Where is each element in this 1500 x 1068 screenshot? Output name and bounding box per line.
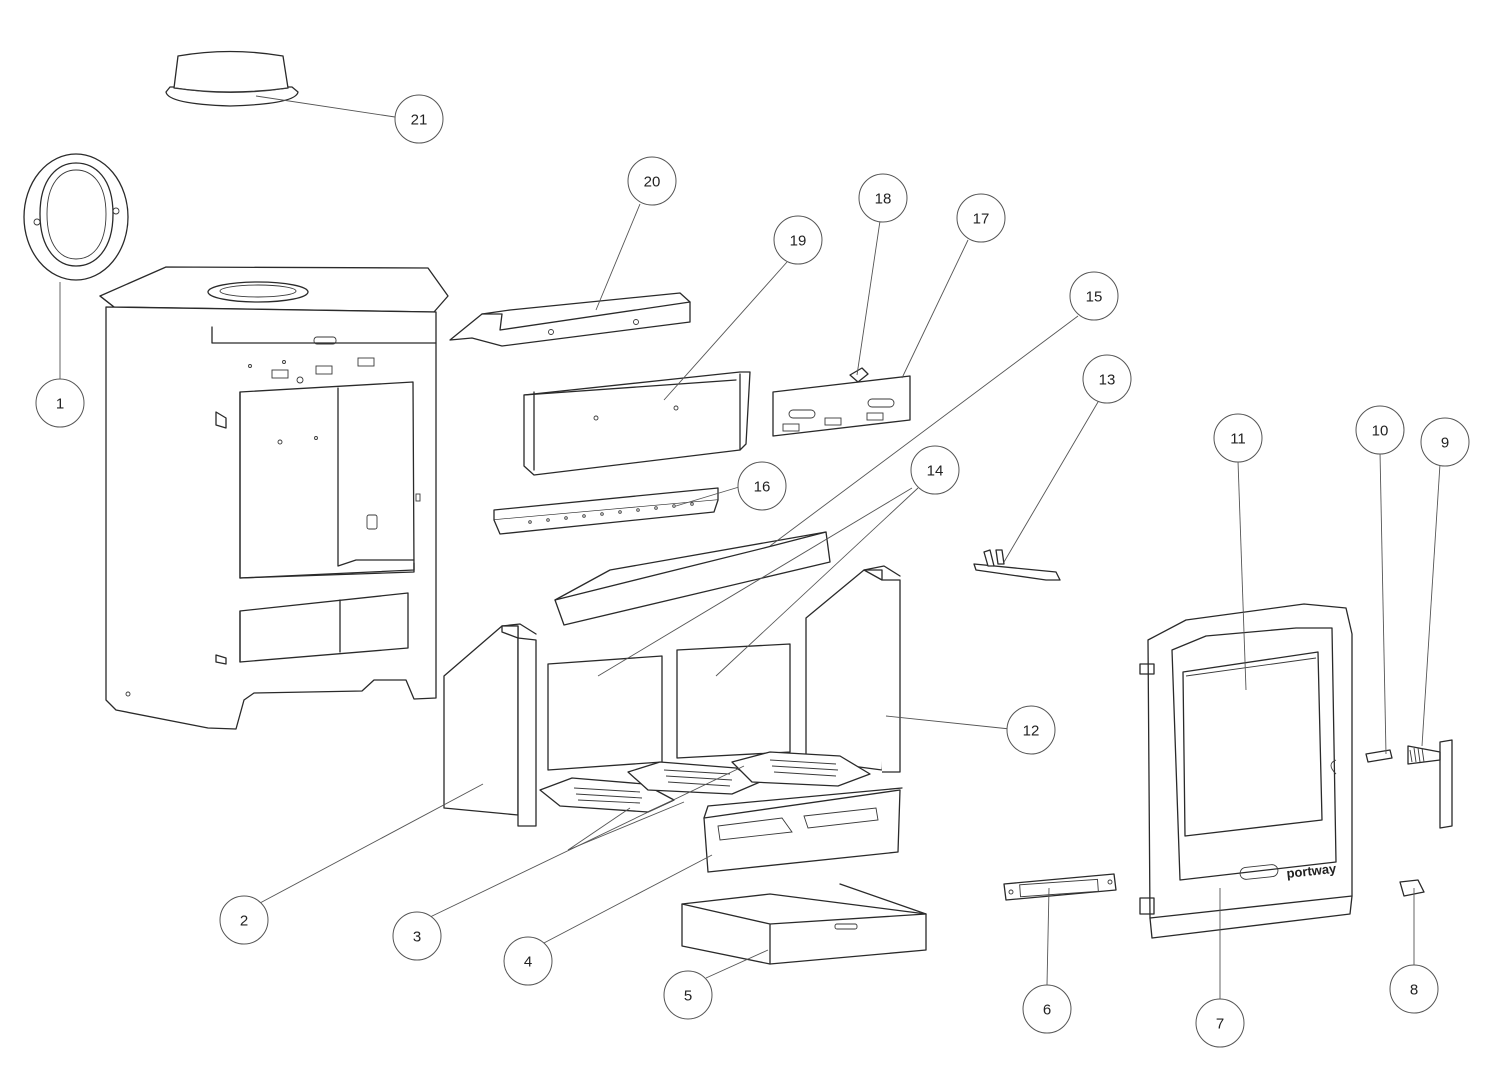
part-top-firebrick: [554, 531, 831, 626]
part-top-baffle-bracket: [449, 292, 691, 347]
callout-number: 16: [754, 479, 771, 496]
part-rear-vent-panel: [772, 367, 911, 437]
callout-11: 11: [1213, 413, 1263, 463]
callout-circle: [858, 173, 908, 223]
callout-8: 8: [1389, 964, 1439, 1014]
callout-6: 6: [1022, 984, 1072, 1034]
callout-number: 8: [1410, 982, 1418, 999]
callout-18: 18: [858, 173, 908, 223]
part-right-side-firebrick: [805, 565, 901, 773]
callout-circle: [1022, 984, 1072, 1034]
callout-circle: [394, 94, 444, 144]
callout-number: 2: [240, 913, 248, 930]
callout-circle: [1082, 354, 1132, 404]
part-spigot-plate: [23, 153, 129, 281]
callout-circle: [35, 378, 85, 428]
callout-circle: [956, 193, 1006, 243]
callout-12: 12: [1006, 705, 1056, 755]
callout-circle: [1420, 417, 1470, 467]
callout-4: 4: [503, 936, 553, 986]
part-stove-body: [99, 266, 449, 730]
callout-16: 16: [737, 461, 787, 511]
part-ash-lip: [703, 787, 903, 873]
callout-number: 4: [524, 954, 532, 971]
callout-circle: [219, 895, 269, 945]
callout-circle: [1389, 964, 1439, 1014]
callout-1: 1: [35, 378, 85, 428]
callout-number: 3: [413, 929, 421, 946]
callout-circle: [503, 936, 553, 986]
door-brand-logo: portway: [1286, 861, 1338, 881]
callout-number: 9: [1441, 435, 1449, 452]
callout-circle: [1006, 705, 1056, 755]
callout-15: 15: [1069, 271, 1119, 321]
callout-number: 19: [790, 233, 807, 250]
callout-number: 10: [1372, 423, 1389, 440]
callout-21: 21: [394, 94, 444, 144]
callout-circle: [392, 911, 442, 961]
callout-14: 14: [910, 445, 960, 495]
callout-2: 2: [219, 895, 269, 945]
callout-10: 10: [1355, 405, 1405, 455]
callout-number: 17: [973, 211, 990, 228]
part-riddling-tool: [973, 549, 1061, 581]
callout-17: 17: [956, 193, 1006, 243]
callout-circle: [1355, 405, 1405, 455]
callout-circle: [737, 461, 787, 511]
callout-19: 19: [773, 215, 823, 265]
callout-circle: [627, 156, 677, 206]
callout-5: 5: [663, 970, 713, 1020]
callout-number: 12: [1023, 723, 1040, 740]
part-flue-collar: [165, 50, 299, 107]
callout-circle: [1213, 413, 1263, 463]
leader-lines: [59, 95, 1441, 1000]
callout-number: 11: [1230, 431, 1246, 448]
callout-number: 6: [1043, 1002, 1051, 1019]
part-door-handle: [1407, 739, 1453, 829]
part-baffle-plate: [523, 371, 751, 476]
callout-number: 14: [927, 463, 944, 480]
callout-number: 20: [644, 174, 661, 191]
callout-number: 5: [684, 988, 692, 1005]
part-back-firebricks: [547, 643, 791, 771]
part-door: portway: [1139, 603, 1353, 939]
part-left-side-firebrick: [443, 623, 537, 827]
part-air-rail: [493, 487, 719, 535]
callout-number: 7: [1216, 1016, 1224, 1033]
callout-number: 21: [411, 112, 428, 129]
callout-3: 3: [392, 911, 442, 961]
callout-20: 20: [627, 156, 677, 206]
part-ash-pan: [681, 883, 927, 965]
callout-9: 9: [1420, 417, 1470, 467]
part-air-vent-plate: [1003, 873, 1117, 901]
callout-circle: [663, 970, 713, 1020]
callout-circle: [910, 445, 960, 495]
callout-number: 13: [1099, 372, 1116, 389]
callout-number: 18: [875, 191, 892, 208]
callout-7: 7: [1195, 998, 1245, 1048]
callout-circle: [1069, 271, 1119, 321]
part-grates: [539, 751, 871, 813]
part-knob: [1399, 879, 1425, 897]
callout-number: 15: [1086, 289, 1103, 306]
callout-circle: [773, 215, 823, 265]
part-handle-pin: [1365, 749, 1393, 763]
callout-13: 13: [1082, 354, 1132, 404]
callout-number: 1: [56, 396, 64, 413]
callout-circle: [1195, 998, 1245, 1048]
